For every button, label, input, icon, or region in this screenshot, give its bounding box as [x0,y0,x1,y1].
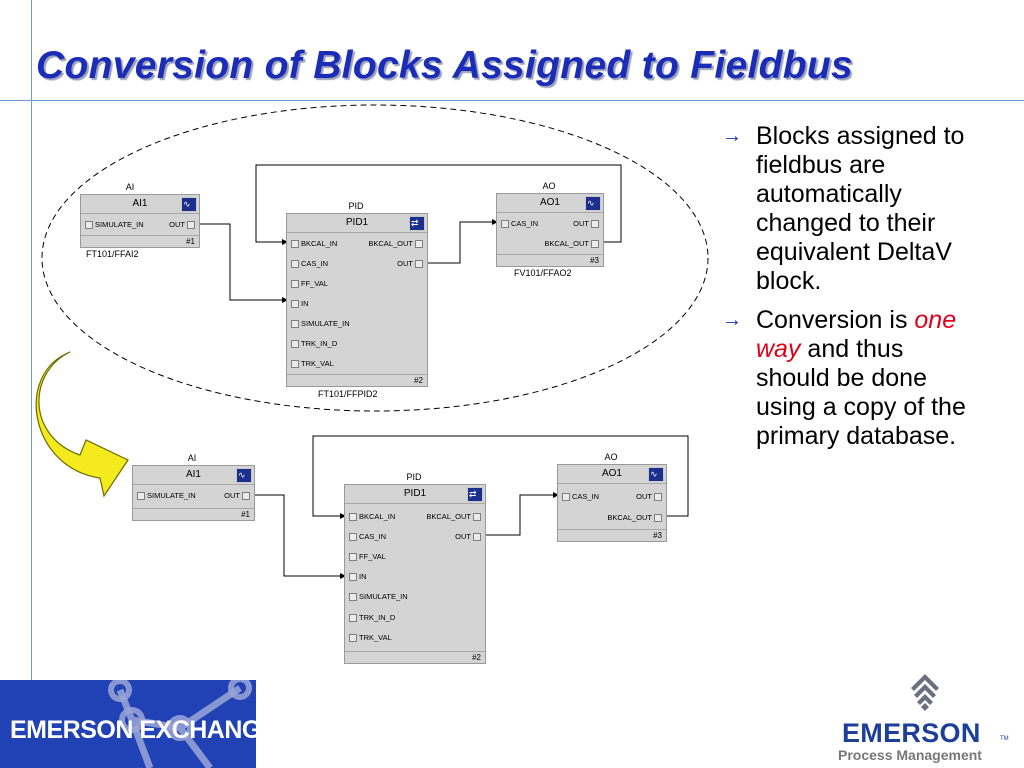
function-block-icon: ⇄ [467,487,483,502]
left-margin-line [31,0,32,680]
pid-block-bottom[interactable]: PID1 ⇄ BKCAL_IN BKCAL_OUT CAS_IN OUT FF_… [344,484,486,664]
pid-port-simulate-in[interactable]: SIMULATE_IN [289,319,350,329]
fieldbus-scope-ellipse [41,104,709,412]
ao-port-bkcal-out[interactable]: BKCAL_OUT [544,239,601,249]
ai-port-simulate-in[interactable]: SIMULATE_IN [83,220,144,230]
bullet-list: → Blocks assigned to fieldbus are automa… [722,122,972,461]
ai-port-out[interactable]: OUT [169,220,197,230]
emerson-exchange-logo: EMERSON EXCHANGE [0,680,256,768]
slide-title: Conversion of Blocks Assigned to Fieldbu… [36,44,853,87]
connector-pid-out-to-ao-casin [426,219,498,264]
ao-block-name: AO1 [539,197,560,208]
pid-port-out[interactable]: OUT [455,532,483,542]
bullet-item: → Conversion is one way and thus should … [722,306,966,450]
connector-ai-out-to-pid-in-bottom [254,494,346,579]
ao-block-bottom[interactable]: AO1 ∿ CAS_IN OUT BKCAL_OUT #3 [557,464,667,542]
ai-block-name: AI1 [132,198,148,209]
pid-block[interactable]: PID1 ⇄ BKCAL_IN BKCAL_OUT CAS_IN OUT FF_… [286,213,428,387]
pid-port-simulate-in[interactable]: SIMULATE_IN [347,592,408,602]
function-block-icon: ∿ [648,467,664,482]
pid-block-number: #2 [472,653,481,662]
pid-port-bkcal-in[interactable]: BKCAL_IN [347,512,395,522]
ao-block-number: #3 [653,531,662,540]
ao-type-label: AO [542,181,556,191]
pid-port-ff-val[interactable]: FF_VAL [289,279,328,289]
pid-type-label: PID [348,201,364,211]
ai-block[interactable]: AI1 ∿ SIMULATE_IN OUT #1 [80,194,200,248]
ai-block-number: #1 [186,237,195,246]
ai-block-name: AI1 [185,469,201,480]
title-divider [0,100,1024,101]
ai-port-out[interactable]: OUT [224,491,252,501]
right-arrow-icon: → [722,309,742,331]
pid-block-name: PID1 [403,488,427,499]
ao-port-cas-in[interactable]: CAS_IN [499,219,538,229]
ao-port-bkcal-out[interactable]: BKCAL_OUT [607,513,664,523]
ai-block-bottom[interactable]: AI1 ∿ SIMULATE_IN OUT #1 [132,465,255,521]
function-block-icon: ∿ [181,197,197,212]
pid-tag: FT101/FFPID2 [318,389,378,399]
emerson-logo: EMERSON TM Process Management [836,672,1016,768]
bullet-item: → Blocks assigned to fieldbus are automa… [722,122,965,295]
ai-block-number: #1 [241,510,250,519]
pid-port-trk-val[interactable]: TRK_VAL [289,359,334,369]
ao-port-out[interactable]: OUT [573,219,601,229]
ai-tag: FT101/FFAI2 [86,249,139,259]
connector-ai-out-to-pid-in [199,223,288,303]
trademark-mark: TM [1000,736,1009,742]
pid-block-name: PID1 [345,217,369,228]
pid-port-bkcal-in[interactable]: BKCAL_IN [289,239,337,249]
emerson-diamond-icon [911,674,939,711]
pid-port-in[interactable]: IN [289,299,309,309]
ai-type-label-bottom: AI [187,453,197,463]
pid-type-label-bottom: PID [406,472,422,482]
conversion-arrow-icon [35,351,129,498]
pid-port-trk-in-d[interactable]: TRK_IN_D [289,339,337,349]
pid-port-ff-val[interactable]: FF_VAL [347,552,386,562]
ao-block[interactable]: AO1 ∿ CAS_IN OUT BKCAL_OUT #3 [496,193,604,267]
ao-type-label-bottom: AO [604,452,618,462]
pid-port-out[interactable]: OUT [397,259,425,269]
pid-block-number: #2 [414,376,423,385]
pid-port-cas-in[interactable]: CAS_IN [289,259,328,269]
ao-port-out[interactable]: OUT [636,492,664,502]
connector-ao-bkcal-to-pid-bkcal [255,164,622,245]
ao-tag: FV101/FFAO2 [514,268,572,278]
pid-port-in[interactable]: IN [347,572,367,582]
pid-port-trk-in-d[interactable]: TRK_IN_D [347,613,395,623]
ai-port-simulate-in[interactable]: SIMULATE_IN [135,491,196,501]
network-graphic-icon [108,680,252,768]
ao-block-number: #3 [590,256,599,265]
connector-ao-bkcal-to-pid-bkcal-bottom [312,435,689,519]
pid-port-bkcal-out[interactable]: BKCAL_OUT [368,239,425,249]
pid-port-cas-in[interactable]: CAS_IN [347,532,386,542]
connector-pid-out-to-ao-casin-bottom [484,492,559,536]
ao-block-name: AO1 [601,468,622,479]
pid-port-trk-val[interactable]: TRK_VAL [347,633,392,643]
function-block-icon: ∿ [585,196,601,211]
function-block-icon: ⇄ [409,216,425,231]
ai-type-label: AI [125,182,135,192]
function-block-icon: ∿ [236,468,252,483]
right-arrow-icon: → [722,125,742,147]
pid-port-bkcal-out[interactable]: BKCAL_OUT [426,512,483,522]
ao-port-cas-in[interactable]: CAS_IN [560,492,599,502]
one-way-emphasis: one way [756,306,957,363]
